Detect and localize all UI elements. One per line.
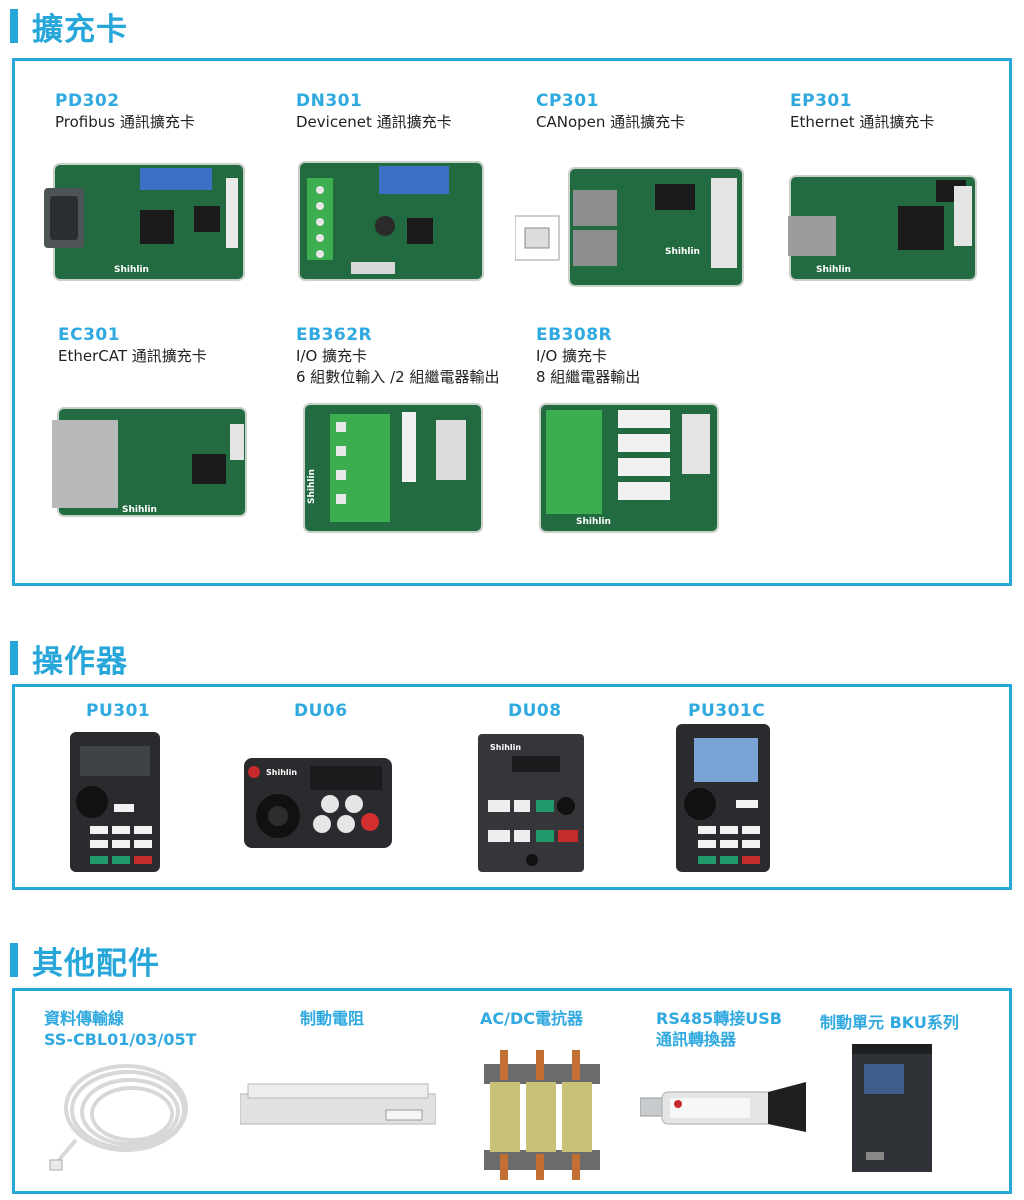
svg-text:Shihlin: Shihlin <box>816 265 851 275</box>
card-code: EP301 <box>790 91 853 111</box>
pu301c-keypad-image <box>676 724 770 872</box>
card-item-eb308r: EB308R I/O 擴充卡 8 組繼電器輸出 <box>536 324 640 388</box>
title-bar <box>10 943 18 977</box>
eb362r-card-image: Shihlin <box>303 403 483 533</box>
accessory-name-2: 通訊轉換器 <box>656 1030 737 1049</box>
cable-image <box>49 1064 188 1171</box>
pu301-keypad-image <box>70 732 160 872</box>
card-item-pd302: PD302 Profibus 通訊擴充卡 <box>55 90 195 133</box>
section-title-accessories: 其他配件 <box>10 940 160 982</box>
ec301-card-image: Shihlin <box>52 407 247 517</box>
section-title-operators: 操作器 <box>10 638 128 680</box>
operator-code-du08: DU08 <box>508 701 562 721</box>
card-desc: I/O 擴充卡 <box>536 347 608 365</box>
card-item-cp301: CP301 CANopen 通訊擴充卡 <box>536 90 685 133</box>
svg-text:Shihlin: Shihlin <box>490 743 521 752</box>
card-code: EC301 <box>58 325 121 345</box>
accessory-name: 制動單元 BKU系列 <box>820 1013 959 1032</box>
accessory-name: RS485轉接USB <box>656 1009 782 1028</box>
card-code: PD302 <box>55 91 120 111</box>
card-code: EB308R <box>536 325 613 345</box>
svg-text:Shihlin: Shihlin <box>114 265 149 275</box>
braking-unit-image <box>852 1044 932 1172</box>
section-title-text: 擴充卡 <box>32 11 128 48</box>
eb308r-card-image: Shihlin <box>539 403 719 533</box>
svg-text:Shihlin: Shihlin <box>665 247 700 257</box>
accessory-name: 資料傳輸線 <box>44 1009 125 1028</box>
title-bar <box>10 9 18 43</box>
accessory-name: AC/DC電抗器 <box>480 1009 583 1028</box>
reactor-image <box>484 1050 600 1180</box>
section-title-text: 其他配件 <box>32 945 160 982</box>
card-desc: EtherCAT 通訊擴充卡 <box>58 347 207 365</box>
accessory-name: 制動電阻 <box>300 1009 365 1028</box>
card-code: DN301 <box>296 91 363 111</box>
du08-keypad-image: Shihlin <box>478 734 584 872</box>
svg-text:Shihlin: Shihlin <box>576 517 611 527</box>
svg-text:Shihlin: Shihlin <box>307 469 317 504</box>
card-item-ep301: EP301 Ethernet 通訊擴充卡 <box>790 90 934 133</box>
accessory-label-reactor: AC/DC電抗器 <box>480 1008 583 1029</box>
svg-text:Shihlin: Shihlin <box>122 505 157 515</box>
section-title-text: 操作器 <box>32 643 128 680</box>
pd302-card-image: Shihlin <box>44 163 245 281</box>
card-desc: Profibus 通訊擴充卡 <box>55 113 195 131</box>
accessory-label-converter: RS485轉接USB 通訊轉換器 <box>656 1008 782 1050</box>
operator-code-pu301: PU301 <box>86 701 151 721</box>
operator-code-du06: DU06 <box>294 701 348 721</box>
card-desc: I/O 擴充卡 <box>296 347 368 365</box>
accessory-model: SS-CBL01/03/05T <box>44 1030 197 1049</box>
accessory-label-cable: 資料傳輸線 SS-CBL01/03/05T <box>44 1008 197 1050</box>
operator-code-pu301c: PU301C <box>688 701 766 721</box>
card-desc: Devicenet 通訊擴充卡 <box>296 113 452 131</box>
card-code: CP301 <box>536 91 599 111</box>
braking-resistor-image <box>240 1083 436 1125</box>
ep301-card-image: Shihlin <box>788 175 977 281</box>
dn301-card-image <box>298 161 484 281</box>
card-desc: Ethernet 通訊擴充卡 <box>790 113 935 131</box>
section-title-cards: 擴充卡 <box>10 6 128 48</box>
accessory-label-braking-unit: 制動單元 BKU系列 <box>820 1012 959 1033</box>
accessories-frame <box>12 988 1012 1194</box>
card-item-dn301: DN301 Devicenet 通訊擴充卡 <box>296 90 452 133</box>
card-code: EB362R <box>296 325 373 345</box>
card-desc: CANopen 通訊擴充卡 <box>536 113 686 131</box>
card-desc-detail: 6 組數位輸入 /2 組繼電器輸出 <box>296 368 500 386</box>
svg-text:Shihlin: Shihlin <box>266 768 297 777</box>
du06-keypad-image: Shihlin <box>244 758 392 848</box>
operators-frame <box>12 684 1012 890</box>
card-item-ec301: EC301 EtherCAT 通訊擴充卡 <box>58 324 207 367</box>
usb-converter-image <box>640 1082 806 1132</box>
cards-frame <box>12 58 1012 586</box>
cp301-card-image: Shihlin <box>515 167 744 287</box>
card-desc-detail: 8 組繼電器輸出 <box>536 368 641 386</box>
card-item-eb362r: EB362R I/O 擴充卡 6 組數位輸入 /2 組繼電器輸出 <box>296 324 499 388</box>
accessory-label-resistor: 制動電阻 <box>300 1008 364 1029</box>
title-bar <box>10 641 18 675</box>
